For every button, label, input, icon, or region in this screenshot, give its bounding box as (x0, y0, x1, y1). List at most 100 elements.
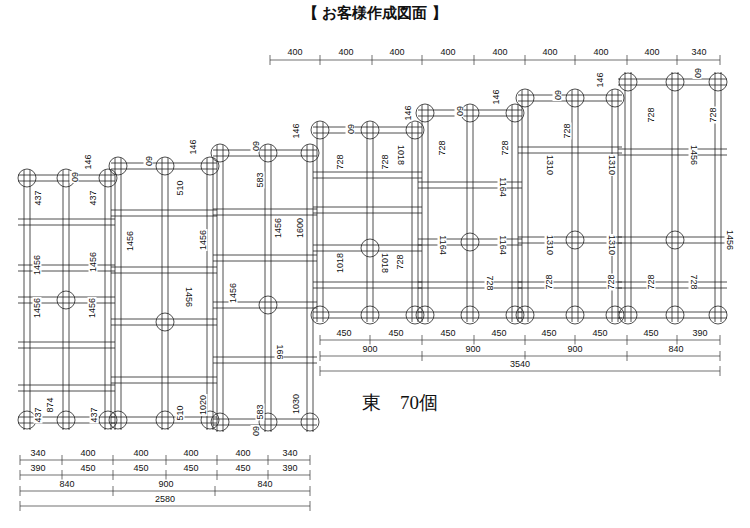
dimension-tick (474, 55, 475, 65)
dimension-label: 728 (607, 273, 616, 290)
dimension-tick (268, 470, 269, 480)
dimension-label: 400 (491, 48, 508, 57)
joint-circle (156, 313, 174, 331)
slat-line (111, 383, 217, 384)
joint-circle (461, 306, 479, 324)
dimension-label: 840 (58, 480, 75, 489)
dimension-tick (320, 351, 321, 361)
dimension-tick (270, 55, 271, 65)
dimension-label: 450 (490, 329, 507, 338)
dimension-label: 400 (286, 48, 303, 57)
dimension-label: 400 (439, 48, 456, 57)
dimension-tick (215, 486, 216, 496)
dimension-label: 450 (335, 329, 352, 338)
dimension-label: 728 (485, 274, 494, 291)
dimension-label: 900 (157, 480, 174, 489)
joint-circle (566, 89, 584, 107)
dimension-label: 583 (256, 171, 265, 188)
slat-line (313, 133, 422, 134)
beam-line (271, 145, 272, 432)
slat-line (418, 282, 522, 283)
joint-circle (516, 89, 534, 107)
slat-line (618, 288, 727, 289)
dimension-tick (422, 55, 423, 65)
joint-circle (301, 413, 319, 431)
joint-circle (709, 306, 727, 324)
dimension-tick (320, 366, 321, 376)
dimension-label: 1456 (199, 229, 208, 251)
joint-circle (259, 144, 277, 162)
dimension-label: 340 (29, 449, 46, 458)
dimension-label: 1456 (33, 297, 42, 319)
joint-circle (416, 104, 434, 122)
dimension-tick (677, 55, 678, 65)
dimension-label: 728 (381, 153, 390, 170)
beam-line (265, 145, 266, 432)
dimension-label: 450 (79, 464, 96, 473)
dimension-tick (62, 455, 63, 465)
slat-line (18, 181, 115, 182)
dimension-tick (720, 351, 721, 361)
dimension-label: 1600 (296, 217, 305, 239)
beam-line (207, 158, 208, 430)
dimension-tick (310, 470, 311, 480)
slat-line (18, 348, 115, 349)
dimension-tick (422, 351, 423, 361)
slat-line (18, 219, 115, 220)
beam-line (572, 90, 573, 322)
joint-circle (666, 231, 684, 249)
dimension-label: 400 (541, 48, 558, 57)
dimension-label: 450 (132, 464, 149, 473)
dimension-label: 60 (251, 140, 260, 152)
beam-line (373, 122, 374, 322)
dimension-label: 437 (34, 406, 43, 423)
joint-circle (666, 73, 684, 91)
beam-line (631, 72, 632, 322)
dimension-label: 450 (234, 464, 251, 473)
slat-line (111, 377, 217, 378)
dimension-label: 1456 (33, 254, 42, 276)
dimension-tick (310, 486, 311, 496)
beam-line (30, 170, 31, 430)
dimension-label: 1310 (545, 234, 554, 256)
dimension-label: 1456 (88, 297, 97, 319)
dimension-label: 728 (545, 273, 554, 290)
joint-circle (259, 296, 277, 314)
slat-line (618, 85, 727, 86)
joint-circle (361, 121, 379, 139)
beam-line (678, 72, 679, 322)
dimension-label: 1310 (545, 154, 554, 176)
dimension-line (20, 460, 310, 461)
beam-line (213, 158, 214, 430)
dimension-tick (720, 55, 721, 65)
dimension-label: 728 (501, 139, 510, 156)
beam-line (307, 145, 308, 432)
beam-line (162, 158, 163, 430)
joint-circle (109, 411, 127, 429)
dimension-line (320, 340, 720, 341)
dimension-label: 400 (643, 48, 660, 57)
slat-line (313, 251, 422, 252)
slat-line (18, 385, 115, 386)
slat-line (111, 216, 217, 217)
dimension-label: 1456 (725, 229, 734, 251)
dimension-label: 1018 (396, 144, 405, 166)
dimension-label: 60 (553, 89, 562, 101)
dimension-label: 1456 (229, 282, 238, 304)
dimension-label: 728 (647, 106, 656, 123)
beam-line (63, 170, 64, 430)
dimension-line (320, 371, 720, 372)
joint-circle (109, 157, 127, 175)
slat-line (418, 288, 522, 289)
joint-circle (361, 306, 379, 324)
beam-line (313, 145, 314, 432)
dimension-label: 146 (596, 71, 605, 88)
joint-circle (461, 233, 479, 251)
beam-line (528, 90, 529, 322)
dimension-tick (166, 455, 167, 465)
beam-line (518, 105, 519, 322)
slat-line (313, 207, 422, 208)
beam-line (512, 105, 513, 322)
joint-circle (311, 121, 329, 139)
